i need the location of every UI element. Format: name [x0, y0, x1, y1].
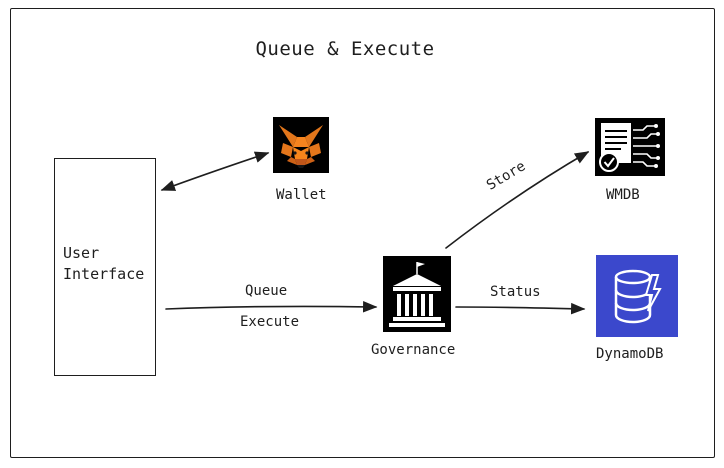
wmdb-label: WMDB — [606, 187, 640, 203]
document-database-icon — [595, 118, 665, 176]
edge-label-status: Status — [490, 284, 541, 300]
metamask-fox-icon — [273, 117, 329, 173]
arrow-ui-governance — [165, 301, 378, 313]
edge-label-execute: Execute — [240, 314, 300, 330]
wallet-label: Wallet — [276, 187, 327, 203]
user-interface-label: User Interface — [63, 243, 144, 285]
edge-label-queue: Queue — [245, 283, 288, 299]
arrow-governance-dynamodb — [455, 302, 586, 315]
user-interface-label-line2: Interface — [63, 265, 145, 283]
user-interface-box: User Interface — [54, 158, 156, 376]
user-interface-label-line1: User — [63, 244, 100, 262]
dynamodb-label: DynamoDB — [596, 346, 664, 362]
arrow-ui-wallet — [160, 151, 270, 191]
arrow-governance-wmdb — [445, 151, 590, 249]
government-building-icon — [383, 256, 451, 332]
diagram-frame — [10, 8, 715, 458]
dynamodb-icon — [596, 255, 678, 337]
governance-label: Governance — [371, 342, 456, 358]
diagram-title: Queue & Execute — [255, 38, 435, 60]
